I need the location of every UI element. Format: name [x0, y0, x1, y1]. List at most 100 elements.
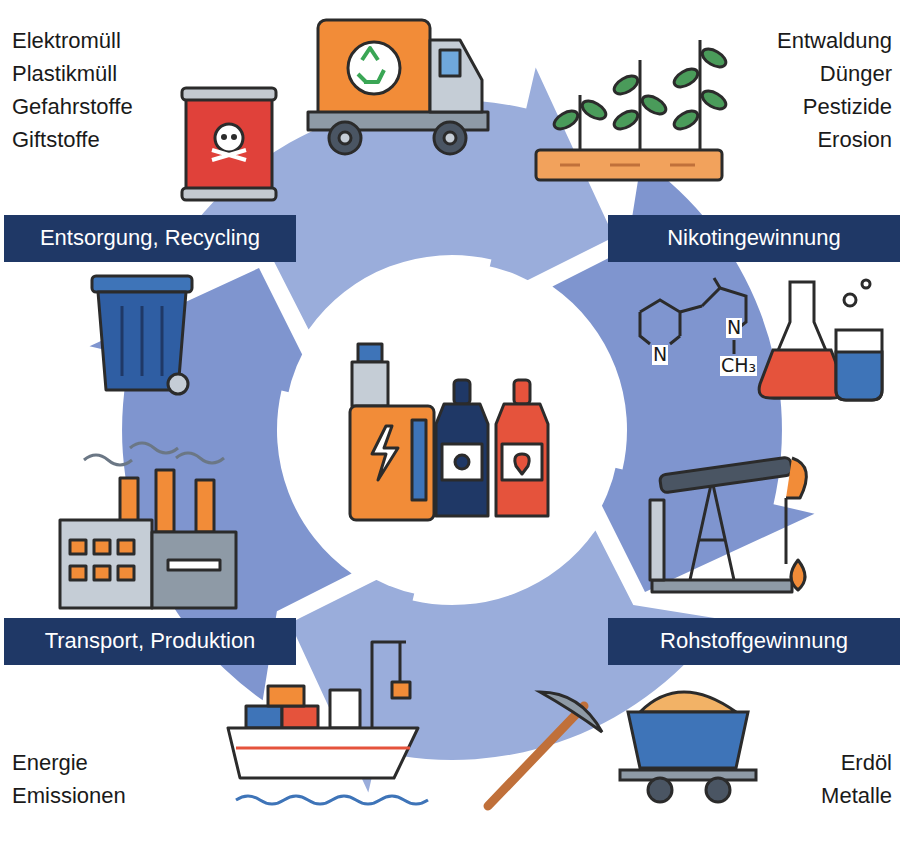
pickaxe-part — [540, 692, 602, 732]
tobacco-field-part-part — [579, 97, 609, 122]
toxic-barrel-part — [231, 134, 237, 140]
stage-label: Nikotingewinnung — [657, 225, 851, 251]
liquid-bottles-part — [454, 380, 470, 404]
nicotine-molecule-part — [714, 278, 720, 288]
container-ship-part — [392, 682, 410, 698]
stage-label: Rohstoffgewinnung — [650, 628, 858, 654]
nicotine-molecule-part — [733, 340, 736, 354]
stage-band: Rohstoffgewinnung — [608, 618, 900, 665]
factory-part-part — [70, 566, 86, 580]
tobacco-field-part-part — [551, 107, 581, 132]
oil-pump-part — [690, 480, 734, 580]
atom-label: N — [726, 318, 742, 338]
toxic-barrel-part — [212, 150, 246, 160]
factory-part-part — [94, 566, 110, 580]
lab-flasks-part — [836, 352, 882, 400]
vape-device-part — [350, 406, 434, 520]
liquid-bottles-part — [442, 444, 482, 480]
factory-part — [156, 470, 174, 532]
garbage-truck-part — [434, 122, 466, 154]
impact-label: Pestizide — [803, 94, 892, 120]
pickaxe-part — [488, 706, 584, 806]
oil-pump-part — [700, 539, 724, 542]
container-ship-part — [246, 706, 282, 728]
factory-part-part — [118, 566, 134, 580]
container-ship-part — [282, 706, 318, 728]
toxic-barrel-part — [182, 188, 276, 200]
garbage-truck-part — [329, 122, 361, 154]
oil-pump-part — [659, 457, 792, 493]
tobacco-field-part-part — [671, 65, 701, 90]
liquid-bottles-part — [496, 404, 548, 516]
toxic-barrel-part — [221, 134, 227, 140]
liquid-bottles-part — [455, 455, 469, 469]
stage-label: Transport, Produktion — [35, 628, 266, 654]
liquid-bottles — [436, 380, 548, 516]
lab-flasks-part — [759, 350, 845, 398]
mine-cart-part — [648, 778, 672, 802]
tobacco-field-part-part — [639, 92, 669, 117]
vape-device-part — [412, 420, 426, 500]
toxic-barrel-part — [215, 124, 243, 152]
tobacco-field-part — [551, 45, 729, 132]
garbage-truck-part — [440, 50, 460, 76]
vape-device-part — [352, 362, 388, 406]
mine-cart — [620, 692, 756, 802]
impact-label: Giftstoffe — [12, 127, 100, 153]
trash-bin-part — [92, 276, 192, 292]
impact-label: Elektromüll — [12, 28, 121, 54]
pickaxe — [488, 692, 602, 806]
container-ship — [228, 642, 428, 804]
mine-cart-part — [628, 712, 748, 768]
tobacco-field-part — [580, 40, 700, 150]
container-ship-part — [236, 747, 410, 750]
impact-label: Plastikmüll — [12, 61, 117, 87]
factory-part-part — [118, 540, 134, 554]
trash-bin-part — [168, 374, 188, 394]
tobacco-field — [536, 40, 729, 180]
vape-device-part — [358, 344, 382, 362]
mine-cart-part — [706, 778, 730, 802]
factory-part — [152, 532, 236, 608]
container-ship-part — [268, 686, 304, 706]
lab-flasks-part — [862, 280, 870, 288]
container-ship-part — [228, 728, 418, 778]
nicotine-molecule-part — [640, 300, 680, 344]
tobacco-field-part — [560, 164, 695, 167]
container-ship-part — [330, 690, 360, 728]
factory-part-part — [70, 540, 86, 554]
mine-cart-part — [620, 770, 756, 780]
factory-part — [168, 560, 220, 570]
toxic-barrel — [182, 88, 276, 200]
garbage-truck-part — [358, 48, 384, 82]
lab-flasks — [759, 280, 882, 400]
oil-pump-part — [652, 580, 792, 592]
tobacco-field-part-part — [611, 72, 641, 97]
factory-part — [60, 520, 152, 608]
stage-label: Entsorgung, Recycling — [30, 225, 270, 251]
stage-band: Entsorgung, Recycling — [4, 215, 296, 262]
atom-label: CH₃ — [720, 356, 757, 376]
atom-label: N — [652, 345, 668, 365]
toxic-barrel-part — [182, 88, 276, 100]
impact-label: Gefahrstoffe — [12, 94, 133, 120]
factory — [60, 443, 236, 608]
tobacco-field-part-part — [671, 107, 701, 132]
impact-label: Erosion — [817, 127, 892, 153]
lab-flasks-part — [844, 294, 856, 306]
garbage-truck — [308, 20, 488, 154]
garbage-truck-part — [444, 132, 456, 144]
factory-part — [196, 480, 214, 532]
center-disc — [284, 262, 620, 598]
vape-device — [350, 344, 434, 520]
impact-label: Emissionen — [12, 783, 126, 809]
garbage-truck-part — [430, 40, 482, 112]
impact-label: Metalle — [821, 783, 892, 809]
vape-device-part — [372, 426, 398, 480]
liquid-bottles-part — [502, 444, 542, 480]
toxic-barrel-part — [186, 92, 272, 198]
trash-bin-part — [122, 306, 162, 376]
oil-pump — [650, 457, 806, 592]
stage-band: Transport, Produktion — [4, 618, 296, 665]
